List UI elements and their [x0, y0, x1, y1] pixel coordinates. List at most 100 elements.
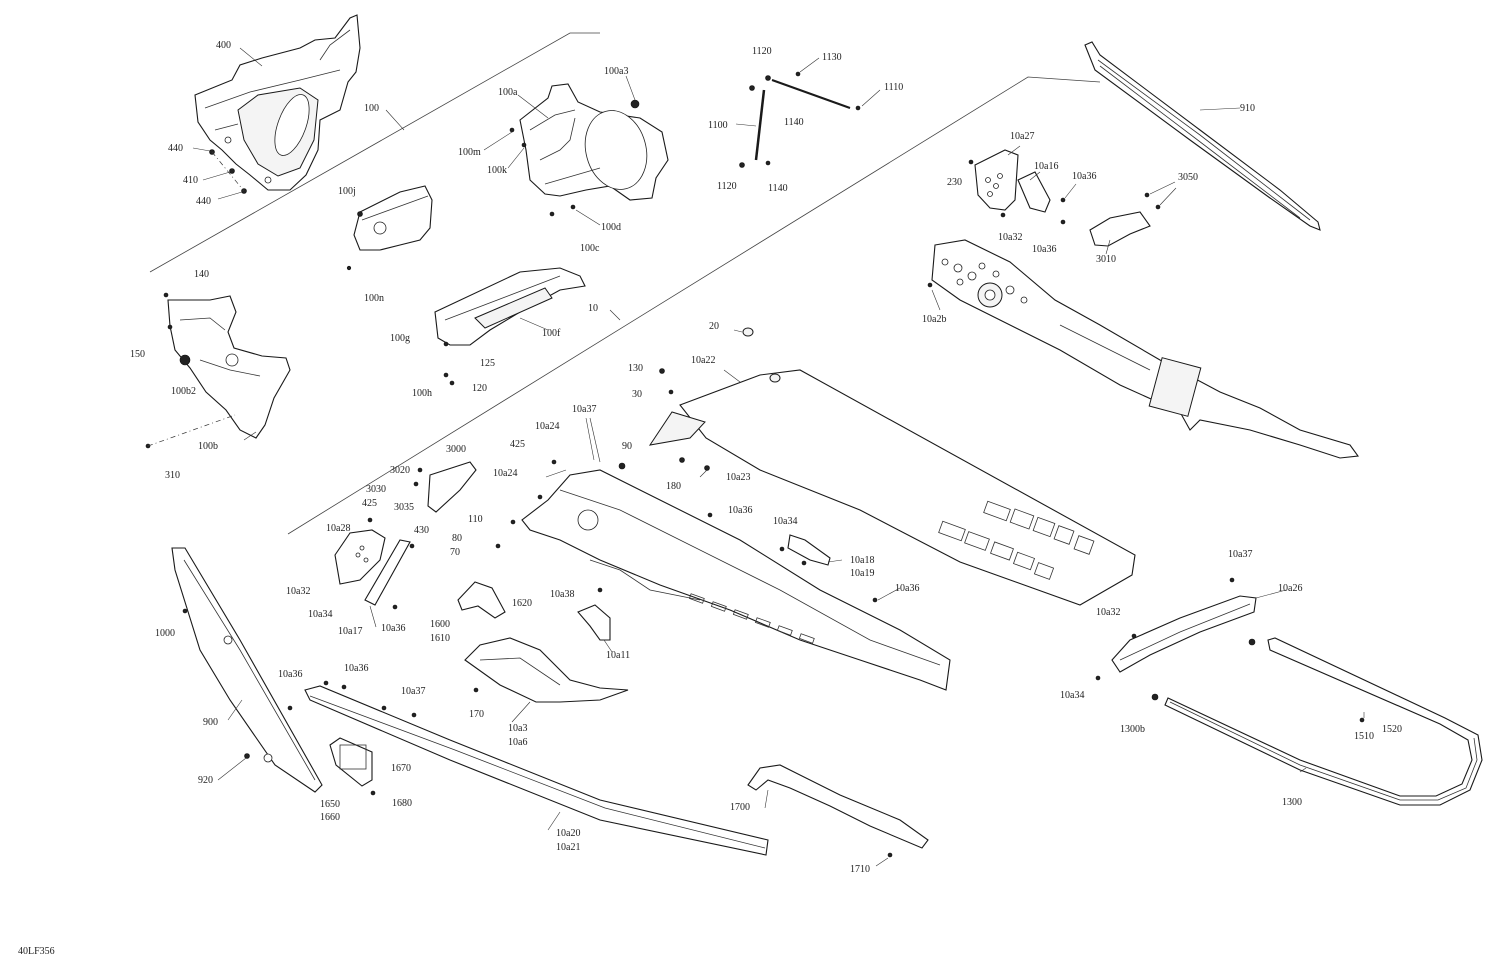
label-100c: 100c [580, 243, 600, 254]
label-430: 430 [414, 525, 429, 536]
label-80: 80 [452, 533, 462, 544]
label-10a36: 10a36 [278, 669, 303, 680]
leader-lines [217, 47, 1365, 867]
label-150: 150 [130, 349, 145, 360]
diagram-code: 40LF356 [18, 946, 55, 957]
label-180: 180 [666, 481, 681, 492]
label-310: 310 [165, 470, 180, 481]
label-1600: 1600 [430, 619, 450, 630]
rail-910 [1084, 41, 1321, 231]
label-1620: 1620 [512, 598, 532, 609]
label-1670: 1670 [391, 763, 411, 774]
label-440: 440 [168, 143, 183, 154]
label-10a37: 10a37 [572, 404, 597, 415]
label-425: 425 [510, 439, 525, 450]
bracket-100f [434, 267, 586, 386]
label-100g: 100g [390, 333, 410, 344]
rear-bumper-1300 [1151, 637, 1483, 806]
label-1680: 1680 [392, 798, 412, 809]
label-90: 90 [622, 441, 632, 452]
label-10a18: 10a18 [850, 555, 875, 566]
label-10a27: 10a27 [1010, 131, 1035, 142]
label-10a24: 10a24 [493, 468, 518, 479]
label-1120: 1120 [752, 46, 772, 57]
side-rail-10a2b [927, 239, 1360, 459]
label-1110: 1110 [884, 82, 904, 93]
label-10a24: 10a24 [535, 421, 560, 432]
label-10a3: 10a3 [508, 723, 528, 734]
label-3010: 3010 [1096, 254, 1116, 265]
label-100k: 100k [487, 165, 507, 176]
label-100b: 100b [198, 441, 218, 452]
label-3035: 3035 [394, 502, 414, 513]
bracket-3010 [1089, 192, 1161, 247]
label-1000: 1000 [155, 628, 175, 639]
bracket-100b [145, 292, 291, 449]
bracket-100j [346, 185, 433, 271]
label-10a36: 10a36 [728, 505, 753, 516]
group-outline-lines [149, 32, 1101, 535]
label-900: 900 [203, 717, 218, 728]
label-10a6: 10a6 [508, 737, 528, 748]
label-100m: 100m [458, 147, 481, 158]
label-100a3: 100a3 [604, 66, 629, 77]
label-10a17: 10a17 [338, 626, 363, 637]
label-3000: 3000 [446, 444, 466, 455]
bracket-10a3 [464, 637, 629, 703]
label-400: 400 [216, 40, 231, 51]
label-425: 425 [362, 498, 377, 509]
label-1510: 1510 [1354, 731, 1374, 742]
label-125: 125 [480, 358, 495, 369]
label-1300b: 1300b [1120, 724, 1145, 735]
label-10a11: 10a11 [606, 650, 631, 661]
label-10a32: 10a32 [998, 232, 1023, 243]
label-100b2: 100b2 [171, 386, 196, 397]
label-1130: 1130 [822, 52, 842, 63]
label-920: 920 [198, 775, 213, 786]
label-20: 20 [709, 321, 719, 332]
runner-10a20 [304, 680, 769, 856]
label-230: 230 [947, 177, 962, 188]
bolts-440-410 [192, 147, 247, 200]
label-10a2b: 10a2b [922, 314, 947, 325]
bracket-10a11 [577, 587, 611, 641]
label-170: 170 [469, 709, 484, 720]
label-1140: 1140 [784, 117, 804, 128]
label-100n: 100n [364, 293, 384, 304]
tunnel-side-10a24 [495, 459, 951, 691]
label-3050: 3050 [1178, 172, 1198, 183]
label-10a34: 10a34 [773, 516, 798, 527]
label-10a36: 10a36 [344, 663, 369, 674]
label-140: 140 [194, 269, 209, 280]
label-10a22: 10a22 [691, 355, 716, 366]
label-3020: 3020 [390, 465, 410, 476]
label-100f: 100f [542, 328, 561, 339]
label-10a34: 10a34 [1060, 690, 1085, 701]
label-130: 130 [628, 363, 643, 374]
label-440: 440 [196, 196, 211, 207]
label-10: 10 [588, 303, 598, 314]
label-1300: 1300 [1282, 797, 1302, 808]
label-10a23: 10a23 [726, 472, 751, 483]
label-120: 120 [472, 383, 487, 394]
label-70: 70 [450, 547, 460, 558]
label-10a38: 10a38 [550, 589, 575, 600]
label-10a32: 10a32 [286, 586, 311, 597]
label-1700: 1700 [730, 802, 750, 813]
label-100j: 100j [338, 186, 356, 197]
label-410: 410 [183, 175, 198, 186]
rod-assembly-1100 [739, 71, 861, 168]
label-910: 910 [1240, 103, 1255, 114]
label-1100: 1100 [708, 120, 728, 131]
tunnel-top-10a22 [648, 327, 1136, 606]
label-10a34: 10a34 [308, 609, 333, 620]
label-1140: 1140 [768, 183, 788, 194]
label-1120: 1120 [717, 181, 737, 192]
label-10a37: 10a37 [1228, 549, 1253, 560]
label-10a16: 10a16 [1034, 161, 1059, 172]
label-110: 110 [468, 514, 483, 525]
label-1660: 1660 [320, 812, 340, 823]
label-10a36: 10a36 [1072, 171, 1097, 182]
label-10a32: 10a32 [1096, 607, 1121, 618]
